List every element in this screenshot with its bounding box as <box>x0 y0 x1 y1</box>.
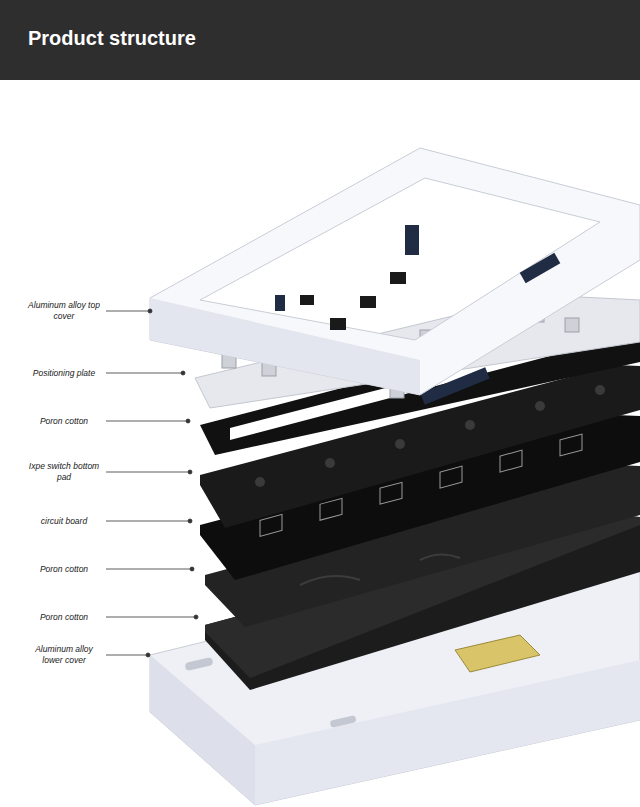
part-label: Poron cotton <box>26 416 102 427</box>
part-label: Positioning plate <box>26 368 102 379</box>
part-label: circuit board <box>26 516 102 527</box>
part-label: Aluminum alloy lower cover <box>26 644 102 666</box>
part-label: Aluminum alloy top cover <box>26 300 102 322</box>
part-label: Poron cotton <box>26 612 102 623</box>
page-title: Product structure <box>28 27 196 50</box>
part-label: Ixpe switch bottom pad <box>26 461 102 483</box>
part-label: Poron cotton <box>26 564 102 575</box>
